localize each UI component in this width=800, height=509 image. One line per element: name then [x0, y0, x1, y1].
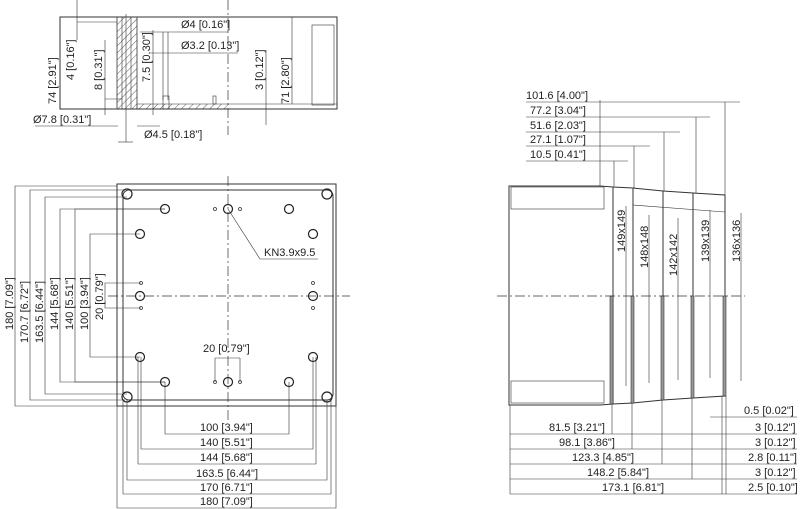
pin-hole [238, 207, 242, 211]
dim-line [164, 382, 290, 435]
wall-hatch [116, 16, 138, 110]
pin-hole [311, 281, 315, 285]
dim-148-2: 148.2 [5.84"] [587, 467, 649, 479]
dim-8: 8 [0.31"] [93, 49, 105, 90]
dim-0-5: 0.5 [0.02"] [744, 405, 794, 417]
dim-d7-8: Ø7.8 [0.31"] [33, 114, 91, 126]
dim-10-5: 10.5 [0.41"] [530, 149, 586, 161]
boss [307, 228, 319, 240]
dim-4: 4 [0.16"] [65, 39, 77, 80]
top-dimensions: 101.6 [4.00"] 77.2 [3.04"] 51.6 [2.03"] … [526, 90, 740, 195]
rib [212, 95, 217, 105]
dim-line [122, 400, 332, 495]
dim-line [126, 400, 328, 481]
dim-180: 180 [7.09"] [4, 277, 16, 330]
dim-20: 20 [0.79"] [94, 273, 106, 320]
plan-view: KN3.9x9.5 20 [0.79"] 180 [7.09"] 170.7 [… [4, 176, 350, 509]
dim-3-a: 3 [0.12"] [755, 422, 796, 434]
step-walls [609, 187, 727, 405]
boss [162, 95, 170, 110]
dim-line [14, 185, 117, 407]
dim-2-8: 2.8 [0.11"] [748, 452, 797, 464]
dim-27-1: 27.1 [1.07"] [530, 134, 586, 146]
dim-line [137, 357, 317, 465]
step-edge [632, 204, 726, 213]
left-dimensions: 180 [7.09"] 170.7 [6.72"] 163.5 [6.44"] … [4, 185, 165, 407]
dim-3-b: 3 [0.12"] [755, 437, 796, 449]
wall-section-hatch [722, 295, 727, 397]
dim-d3-2: Ø3.2 [0.13"] [181, 40, 239, 52]
dim-123-3: 123.3 [4.85"] [572, 452, 634, 464]
dim-line [74, 208, 165, 383]
step-size-136: 136x136 [731, 220, 743, 262]
bottom-side-dimensions: 81.5 [3.21"] 98.1 [3.86"] 123.3 [4.85"] … [509, 396, 798, 495]
dim-3-c: 3 [0.12"] [755, 467, 796, 479]
boss [283, 203, 295, 215]
dim-bottom-163-5: 163.5 [6.44"] [196, 468, 258, 480]
lid-edge-bottom [510, 380, 605, 404]
dim-173-1: 173.1 [6.81"] [602, 482, 664, 494]
pin-hole [311, 306, 315, 310]
step-size-148: 148x148 [639, 226, 651, 268]
dim-line [44, 196, 127, 395]
dim-line [116, 406, 337, 509]
dim-3: 3 [0.12"] [254, 49, 266, 90]
enclosure-outline [116, 183, 337, 407]
dim-line [140, 357, 314, 450]
dim-71: 71 [2.80"] [280, 57, 292, 104]
step-size-139: 139x139 [700, 220, 712, 262]
wall-section-hatch [630, 295, 635, 404]
dim-144: 144 [5.68"] [49, 277, 61, 330]
screw-bore [121, 16, 132, 110]
dim-line [89, 233, 140, 358]
dim-d4: Ø4 [0.16"] [181, 19, 230, 31]
dim-bottom-140: 140 [5.51"] [200, 437, 253, 449]
dim-101-6: 101.6 [4.00"] [526, 90, 588, 102]
dim-77-2: 77.2 [3.04"] [530, 105, 586, 117]
bottom-dimensions: 100 [3.94"] 140 [5.51"] 144 [5.68"] 163.… [116, 357, 337, 509]
leader-line [227, 208, 261, 260]
dim-line [29, 189, 125, 401]
mounting-bosses [134, 203, 319, 388]
dim-81-5: 81.5 [3.21"] [549, 422, 605, 434]
pin-hole [213, 207, 217, 211]
dim-d4-5: Ø4.5 [0.18"] [144, 129, 202, 141]
step-size-142: 142x142 [668, 234, 680, 276]
step-size-149: 149x149 [616, 210, 628, 252]
dim-98-1: 98.1 [3.86"] [559, 437, 615, 449]
lid-edge-top [510, 186, 605, 210]
corner-screws [121, 188, 333, 403]
wall-section-hatch [660, 295, 665, 401]
hole-spacing-label: 20 [0.79"] [203, 343, 250, 355]
corner-screw-hole [121, 188, 133, 200]
dim-bottom-144: 144 [5.68"] [200, 452, 253, 464]
screw-callout: KN3.9x9.5 [264, 247, 315, 259]
dim-74: 74 [2.91"] [47, 57, 59, 104]
dim-51-6: 51.6 [2.03"] [530, 120, 586, 132]
dim-bottom-170: 170 [6.71"] [200, 482, 253, 494]
wall-section-hatch [690, 295, 695, 399]
dim-bottom-180: 180 [7.09"] [200, 496, 253, 508]
pin-holes [139, 207, 315, 384]
dim-bottom-100: 100 [3.94"] [200, 422, 253, 434]
side-view: 149x149 148x148 142x142 139x139 136x136 … [497, 90, 798, 495]
dim-line [104, 282, 141, 309]
dim-7-5: 7.5 [0.30"] [141, 32, 153, 82]
floor-hatch [137, 104, 229, 109]
dim-140: 140 [5.51"] [64, 277, 76, 330]
dim-2-5: 2.5 [0.10"] [748, 482, 798, 494]
dim-163-5: 163.5 [6.44"] [34, 281, 46, 343]
section-view: 74 [2.91"] 4 [0.16"] 8 [0.31"] 7.5 [0.30… [33, 0, 338, 143]
dim-100: 100 [3.94"] [79, 277, 91, 330]
dim-170-7: 170.7 [6.72"] [19, 281, 31, 343]
side-wall [311, 24, 335, 106]
corner-screw-hole [321, 188, 333, 200]
wall-section-hatch [609, 295, 614, 405]
